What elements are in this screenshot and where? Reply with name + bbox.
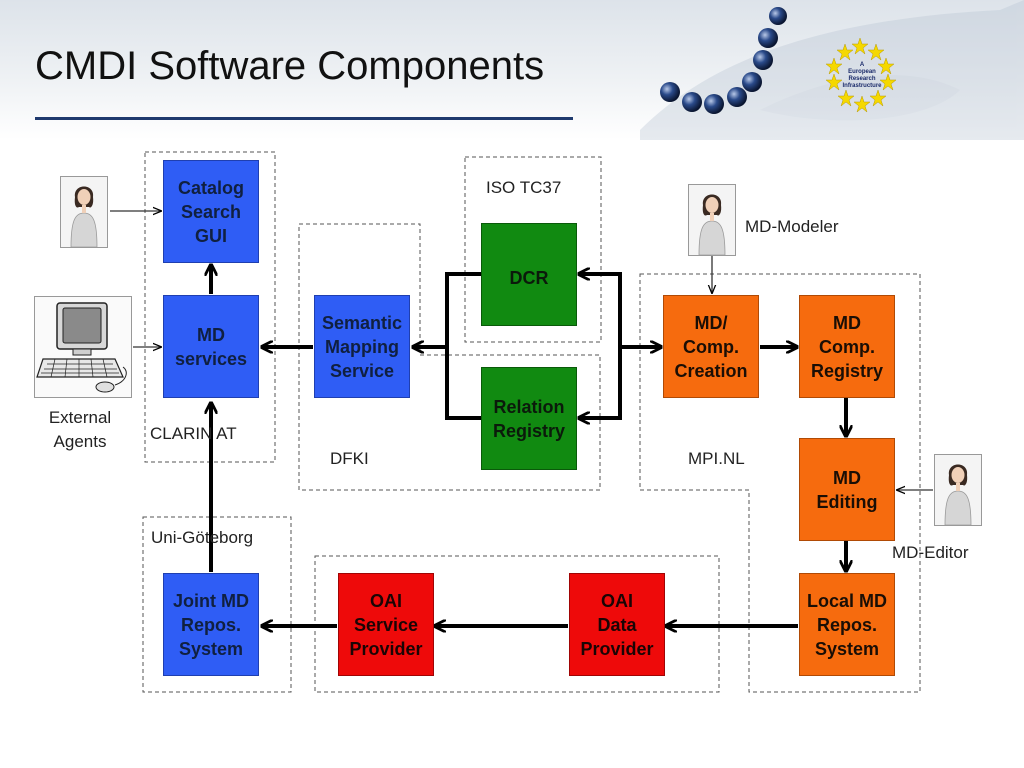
actor-label-md-editor: MD-Editor	[892, 543, 969, 562]
catalog-search-gui-box: Catalog Search GUI	[163, 160, 259, 263]
oai-data-provider-box: OAI Data Provider	[569, 573, 665, 676]
group-frame-mpi-nl	[639, 273, 921, 693]
group-label-uni-goteborg: Uni-Göteborg	[151, 528, 254, 547]
slide-title: CMDI Software Components	[35, 44, 545, 88]
eu-logo-text: A European Research Infrastructure	[842, 62, 882, 89]
relation-registry-box: Relation Registry	[481, 367, 577, 470]
dot-chain-icon	[660, 7, 787, 114]
group-frame-dfki	[298, 223, 601, 491]
connector-creation-to-registries	[618, 274, 662, 349]
md-editing-box: MD Editing	[799, 438, 895, 541]
md-comp-creation-box: MD/ Comp. Creation	[663, 295, 759, 398]
user-person-icon	[60, 176, 108, 248]
eu-stars-logo-icon	[825, 37, 897, 113]
dcr-box: DCR	[481, 223, 577, 326]
group-frame-iso-tc37	[464, 156, 602, 343]
md-editor-person-icon	[934, 454, 982, 526]
local-md-repos-system-box: Local MD Repos. System	[799, 573, 895, 676]
oai-service-provider-box: OAI Service Provider	[338, 573, 434, 676]
md-services-box: MD services	[163, 295, 259, 398]
slide-header	[0, 0, 1024, 140]
connector-dcr-relation-to-semantic	[445, 272, 481, 420]
group-label-mpi-nl: MPI.NL	[688, 449, 745, 468]
group-label-dfki: DFKI	[330, 449, 369, 468]
group-label-iso-tc37: ISO TC37	[486, 178, 562, 197]
joint-md-repos-system-box: Joint MD Repos. System	[163, 573, 259, 676]
semantic-mapping-service-box: Semantic Mapping Service	[314, 295, 410, 398]
md-comp-registry-box: MD Comp. Registry	[799, 295, 895, 398]
md-modeler-person-icon	[688, 184, 736, 256]
group-label-clarin-at: CLARIN AT	[150, 424, 237, 443]
title-underline	[35, 117, 573, 120]
group-frame-uni-goteborg	[142, 516, 292, 693]
actor-label-md-modeler: MD-Modeler	[745, 217, 839, 236]
header-graphic	[640, 0, 1024, 140]
computer-icon	[34, 296, 132, 398]
actor-label-external-agents: External Agents	[48, 408, 112, 451]
